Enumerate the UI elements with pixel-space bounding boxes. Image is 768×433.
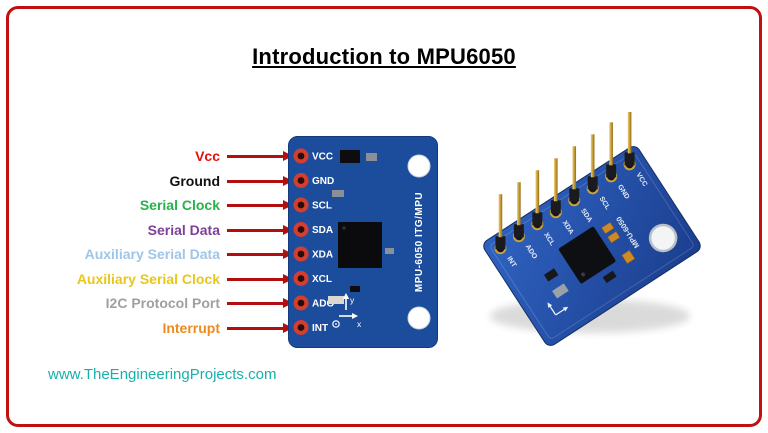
- watermark-link[interactable]: www.TheEngineeringProjects.com: [48, 366, 277, 383]
- diagram-frame: [6, 6, 762, 427]
- pin-label-i2c-port: I2C Protocol Port: [105, 295, 220, 311]
- pin-label-aux-serial-clock: Auxiliary Serial Clock: [76, 271, 220, 287]
- page-title: Introduction to MPU6050: [252, 44, 516, 69]
- pcb-pin-int: INT: [312, 323, 328, 334]
- axis-y-arrowhead-icon: [342, 293, 350, 299]
- pin-row-ground: Ground: [36, 171, 285, 191]
- photo-mounting-hole: [648, 223, 678, 253]
- arrow-right-icon: [227, 252, 285, 256]
- arrow-right-icon: [227, 277, 285, 281]
- mounting-hole-top: [407, 154, 431, 178]
- photo-smd-components: [543, 222, 636, 299]
- pin-label-ground: Ground: [169, 173, 220, 189]
- photo-chip-dot: [581, 272, 586, 277]
- arrow-right-icon: [227, 154, 285, 158]
- pcb-pin-sda: SDA: [312, 225, 333, 236]
- photo-board: INT ADO XCL XDA SDA SCL GND VCC MPU-6050: [483, 112, 701, 346]
- photo-mpu-chip: [558, 226, 616, 284]
- photo-header-pins: [494, 112, 636, 255]
- arrow-right-icon: [227, 179, 285, 183]
- mounting-hole-bottom: [407, 306, 431, 330]
- pin-label-serial-clock: Serial Clock: [139, 197, 220, 213]
- pcb-pin-gnd: GND: [312, 176, 334, 187]
- pcb-pin-holes: [293, 148, 309, 335]
- pin-row-vcc: Vcc: [36, 146, 285, 166]
- arrow-right-icon: [227, 326, 285, 330]
- pin-row-aux-serial-data: Auxiliary Serial Data: [36, 244, 285, 264]
- photo-axis-x-arrowhead: [562, 306, 569, 312]
- axis-z-dot-icon: [332, 320, 340, 328]
- arrow-right-icon: [227, 203, 285, 207]
- pcb-pin-names: VCC GND SCL SDA XDA XCL ADO INT: [312, 152, 334, 335]
- pin-row-serial-clock: Serial Clock: [36, 195, 285, 215]
- mpu6050-module-photo: INT ADO XCL XDA SDA SCL GND VCC MPU-6050: [483, 112, 701, 346]
- pin-row-serial-data: Serial Data: [36, 220, 285, 240]
- pcb-pin-xda: XDA: [312, 250, 333, 261]
- axis-y-label: y: [350, 295, 355, 305]
- pcb-smd-components: [328, 150, 394, 304]
- axis-x-label: x: [357, 319, 362, 329]
- pcb-pin-xcl: XCL: [312, 274, 332, 285]
- arrow-right-icon: [227, 301, 285, 305]
- axis-x-arrowhead-icon: [352, 313, 358, 319]
- pcb-pin-scl: SCL: [312, 201, 332, 212]
- pin-label-serial-data: Serial Data: [147, 222, 220, 238]
- axis-z-dot-center: [335, 323, 337, 325]
- pcb-pin-vcc: VCC: [312, 152, 333, 163]
- pin-label-vcc: Vcc: [195, 148, 220, 164]
- pcb-silk-text: MPU-6050 ITG/MPU: [414, 192, 425, 292]
- photo-axis-y-arrowhead: [547, 302, 553, 308]
- pin-label-aux-serial-data: Auxiliary Serial Data: [84, 246, 220, 262]
- axis-indicator-icon: [339, 297, 354, 317]
- pin-row-i2c-port: I2C Protocol Port: [36, 293, 285, 313]
- chip-pin1-dot: [342, 226, 346, 230]
- pin-row-aux-serial-clock: Auxiliary Serial Clock: [36, 269, 285, 289]
- pcb-pin-ado: ADO: [312, 299, 334, 310]
- mpu-chip: [338, 222, 382, 268]
- pin-row-interrupt: Interrupt: [36, 318, 285, 338]
- mpu6050-pinout-board: VCC GND SCL SDA XDA XCL ADO INT MPU-6050…: [288, 136, 438, 348]
- photo-board-silk-outline: [490, 153, 694, 339]
- arrow-right-icon: [227, 228, 285, 232]
- pin-label-interrupt: Interrupt: [162, 320, 220, 336]
